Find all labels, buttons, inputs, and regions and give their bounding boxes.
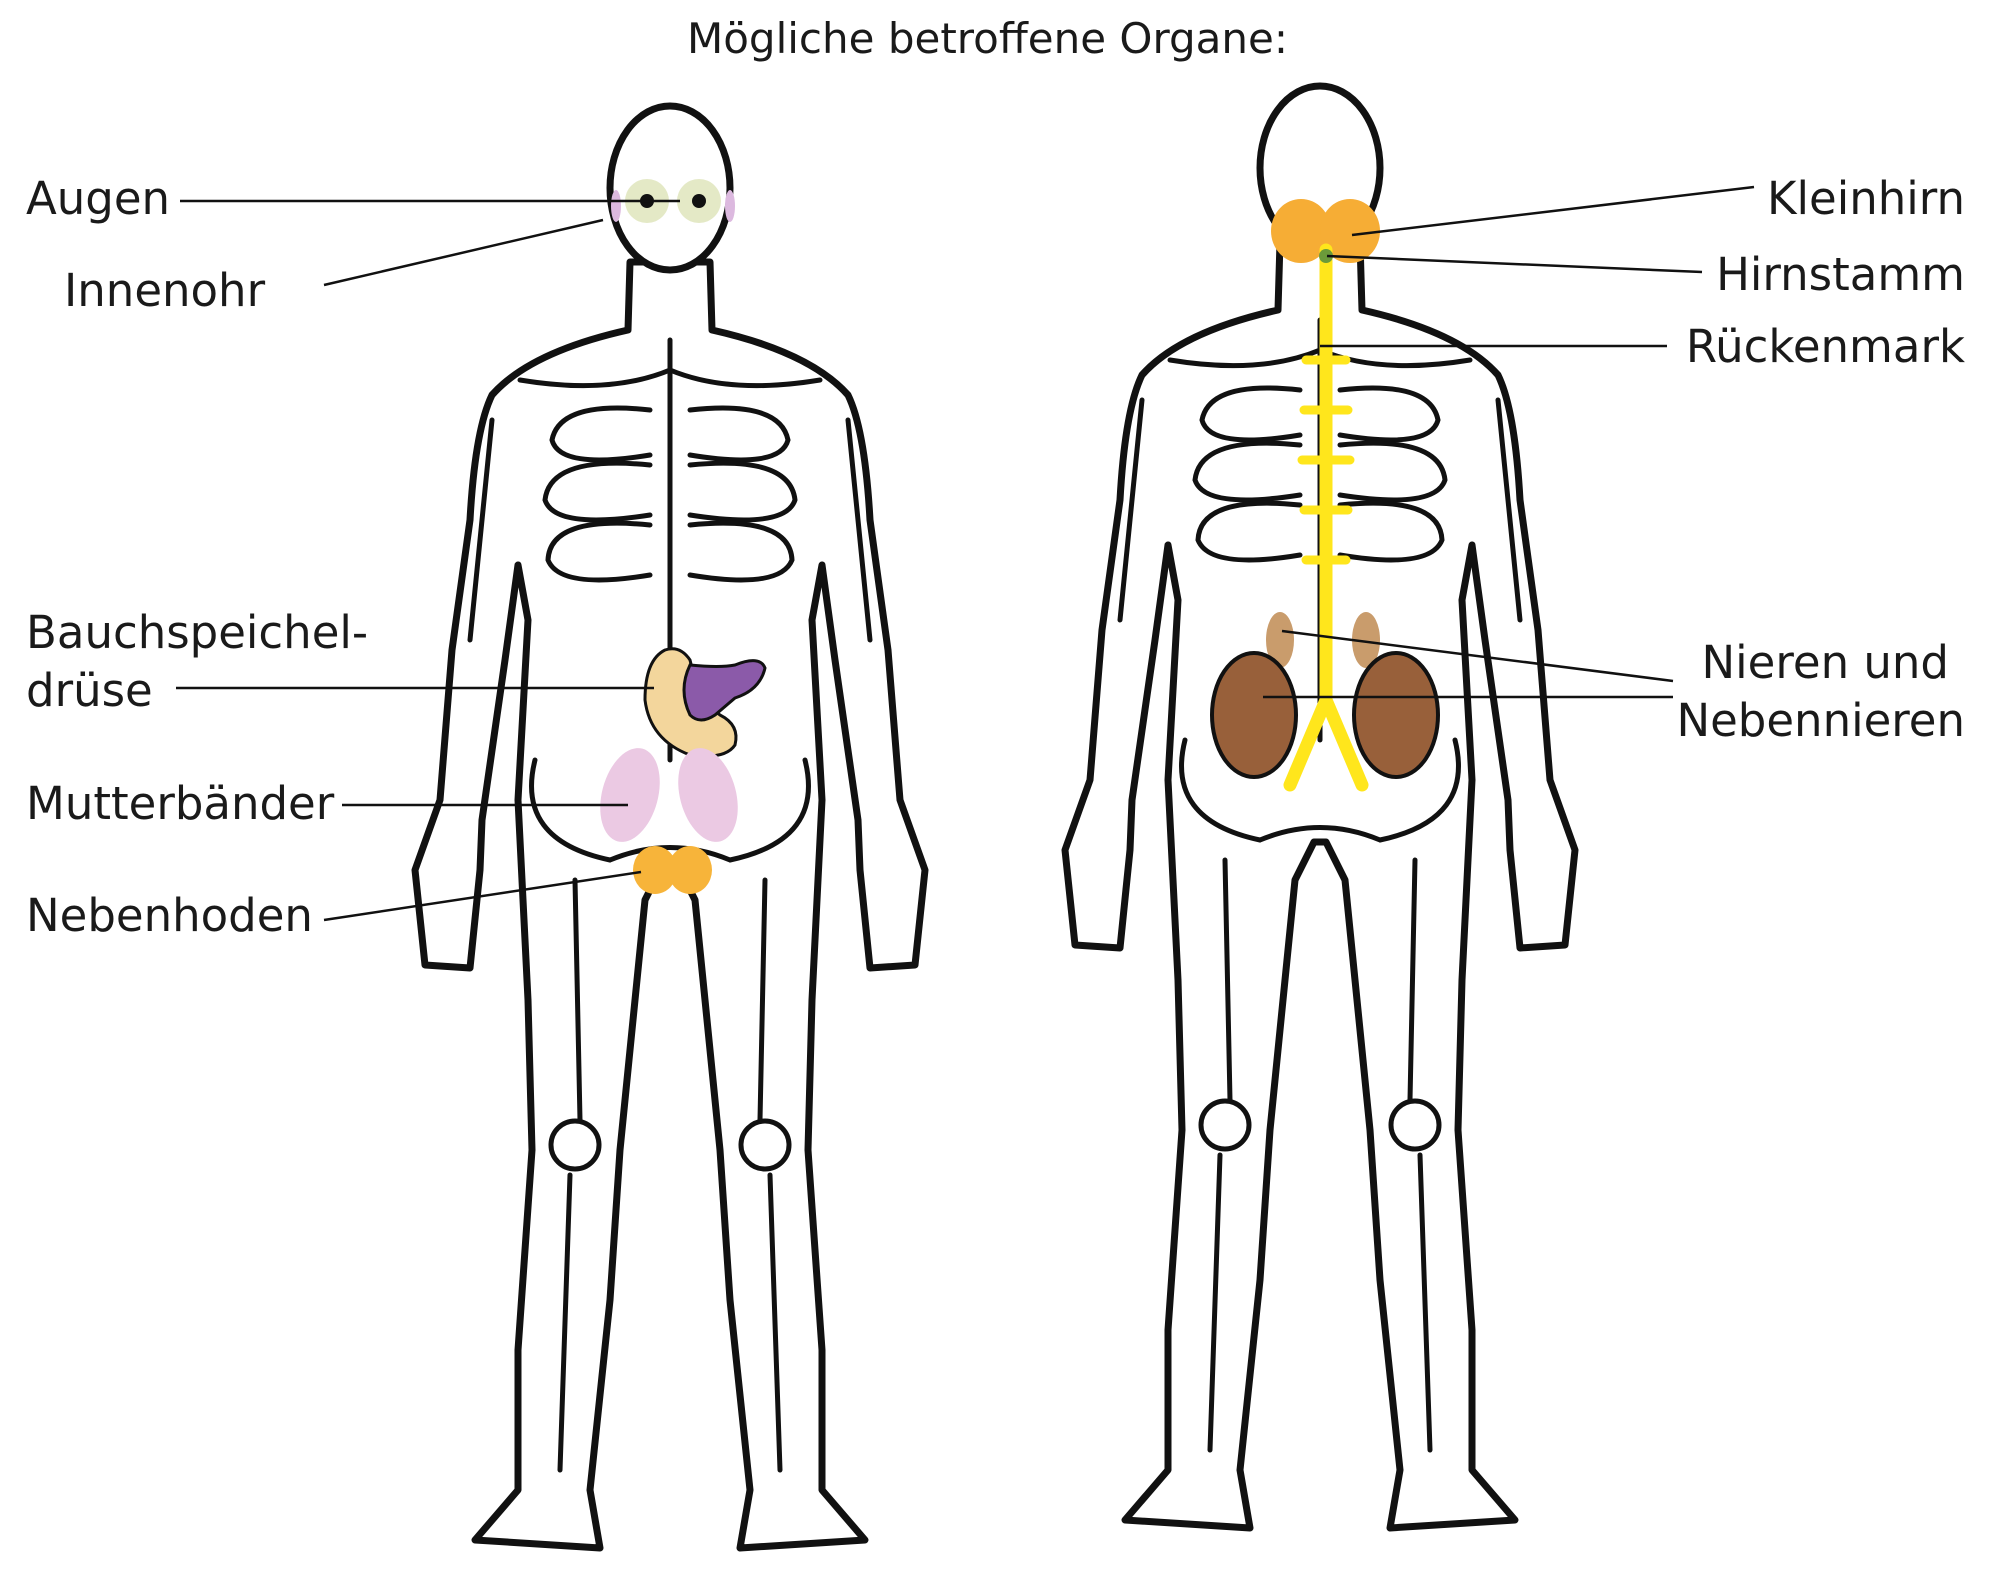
label-nebenhoden: Nebenhoden bbox=[26, 889, 313, 942]
pancreas bbox=[643, 647, 767, 758]
inner-ears bbox=[611, 190, 735, 222]
right-pupil bbox=[692, 194, 706, 208]
epididymis bbox=[633, 846, 712, 894]
label-mutterbaender: Mutterbänder bbox=[26, 777, 335, 830]
brainstem bbox=[1319, 249, 1333, 263]
diagram-title: Mögliche betroffene Organe: bbox=[686, 14, 1289, 63]
front-figure bbox=[415, 106, 925, 1548]
leader-lines bbox=[176, 185, 1755, 922]
label-kleinhirn: Kleinhirn bbox=[1767, 172, 1965, 225]
label-hirnstamm: Hirnstamm bbox=[1716, 248, 1965, 301]
label-nieren-line1: Nieren und bbox=[1701, 636, 1949, 689]
kidneys bbox=[1210, 651, 1440, 779]
label-innenohr: Innenohr bbox=[64, 264, 266, 317]
label-nieren-line2: Nebennieren bbox=[1676, 694, 1965, 747]
adrenal-glands bbox=[1266, 612, 1380, 668]
label-bauchspeicheldruese-line1: Bauchspeichel- bbox=[26, 606, 369, 659]
label-bauchspeicheldruese-line2: drüse bbox=[26, 664, 153, 717]
cerebellum bbox=[1271, 199, 1380, 263]
spinal-cord bbox=[1283, 243, 1369, 792]
label-rueckenmark: Rückenmark bbox=[1685, 320, 1965, 373]
label-augen: Augen bbox=[26, 172, 171, 225]
uterine-ligaments bbox=[600, 748, 738, 842]
